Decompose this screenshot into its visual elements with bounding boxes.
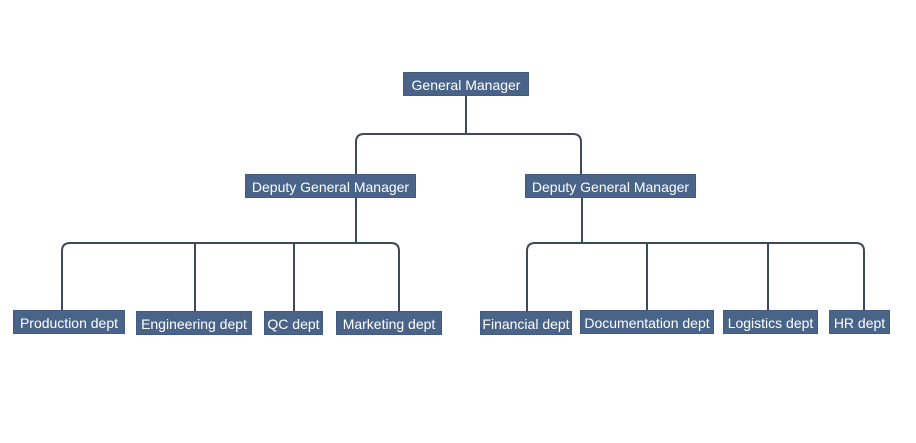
- dept-label: Logistics dept: [727, 315, 814, 331]
- connector-deputy-right-to-depts: [526, 198, 865, 311]
- general-manager-box: General Manager: [403, 72, 529, 96]
- dept-label: Marketing dept: [342, 316, 436, 332]
- dept-label: Engineering dept: [141, 316, 247, 332]
- dept-box-marketing: Marketing dept: [336, 311, 442, 335]
- connector-deputy-left-to-depts: [61, 198, 400, 311]
- dept-box-logistics: Logistics dept: [723, 310, 818, 334]
- dept-label: Financial dept: [482, 316, 570, 332]
- dept-box-engineering: Engineering dept: [136, 311, 252, 335]
- deputy-general-manager-box-left: Deputy General Manager: [245, 174, 416, 198]
- deputy-label-right: Deputy General Manager: [531, 179, 690, 195]
- dept-label: Documentation dept: [584, 315, 710, 331]
- dept-label: Production dept: [19, 315, 119, 331]
- deputy-label-left: Deputy General Manager: [251, 179, 410, 195]
- dept-box-documentation: Documentation dept: [580, 310, 714, 334]
- deputy-general-manager-box-right: Deputy General Manager: [525, 174, 696, 198]
- dept-label: QC dept: [267, 316, 320, 332]
- dept-label: HR dept: [833, 315, 886, 331]
- general-manager-label: General Manager: [411, 77, 521, 93]
- dept-box-hr: HR dept: [829, 310, 890, 334]
- dept-box-qc: QC dept: [264, 311, 323, 335]
- dept-box-financial: Financial dept: [480, 311, 572, 335]
- dept-box-production: Production dept: [13, 310, 125, 334]
- connector-gm-to-deputies: [355, 96, 582, 174]
